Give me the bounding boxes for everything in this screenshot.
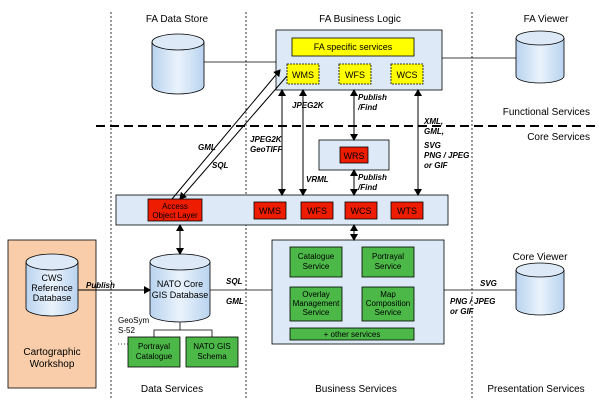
db-schema-connector (153, 322, 213, 337)
overlay-management-line2: Management (293, 299, 340, 308)
geosym-line2: S-52 (118, 326, 135, 335)
functional-services-label: Functional Services (503, 107, 590, 118)
nato-core-db-cylinder (149, 253, 211, 323)
fa-specific-services-label: FA specific services (314, 42, 393, 52)
portrayal-service-line2: Service (375, 262, 402, 271)
catalogue-service-line2: Service (303, 262, 330, 271)
access-object-layer-line2: Object Layer (152, 211, 198, 220)
publish-find-line2: /Find (357, 103, 378, 112)
gml-arrow (171, 69, 281, 200)
sql-label: SQL (212, 161, 229, 170)
overlay-management-line1: Overlay (302, 290, 330, 299)
core-wcs-label: WCS (351, 206, 372, 216)
access-object-layer-line1: Access (162, 202, 188, 211)
nato-core-db-line1: NATO Core (157, 279, 203, 289)
overlay-management-line3: Service (303, 308, 330, 317)
gml-label: GML (198, 143, 216, 152)
gml2-label: GML (226, 297, 244, 306)
map-composition-line3: Service (375, 308, 402, 317)
portrayal-catalogue-line1: Portrayal (138, 342, 170, 351)
wrs-label: WRS (344, 151, 365, 161)
fa-data-store-heading: FA Data Store (146, 14, 209, 25)
portrayal-catalogue-line2: Catalogue (136, 352, 173, 361)
presentation-services-label: Presentation Services (487, 384, 584, 395)
nato-gis-schema-line2: Schema (197, 352, 227, 361)
portrayal-catalogue-box (127, 336, 181, 368)
core-wfs-box (300, 201, 334, 220)
nato-gis-schema-box (185, 336, 239, 368)
map-composition-box (361, 286, 415, 322)
core-wcs-box (344, 201, 378, 220)
nato-gis-schema-line1: NATO GIS (193, 342, 231, 351)
fa-wfs-box (338, 63, 372, 85)
cartographic-workshop-line1: Cartographic (23, 347, 80, 358)
fa-business-logic-heading: FA Business Logic (319, 14, 401, 25)
cws-db-line3: Database (33, 293, 72, 303)
other-services-label: + other services (324, 330, 381, 339)
core-wfs-label: WFS (307, 206, 327, 216)
core-wts-label: WTS (397, 206, 417, 216)
core-wms-label: WMS (259, 206, 281, 216)
core-wms-box (253, 201, 287, 220)
map-composition-line1: Map (380, 290, 396, 299)
svg-label: SVG (424, 141, 441, 150)
fa-viewer-cylinder (515, 30, 565, 84)
data-services-label: Data Services (141, 384, 203, 395)
fa-wcs-box (390, 63, 424, 85)
fa-wcs-label: WCS (397, 70, 418, 80)
fa-data-store-cylinder (151, 33, 205, 95)
publish-label: Publish (86, 281, 115, 290)
jpeg2k-geotiff-line2: GeoTIFF (250, 145, 284, 154)
wrs-box (339, 146, 369, 164)
gml-top-label: GML, (424, 127, 444, 136)
geosym-line1: GeoSym (118, 316, 149, 325)
vrml-label: VRML (306, 175, 329, 184)
png-jpeg-label: PNG / JPEG (424, 151, 469, 160)
cws-db-cylinder (25, 253, 79, 317)
access-object-layer-box (147, 198, 203, 222)
business-services-label: Business Services (315, 384, 397, 395)
fa-wfs-label: WFS (345, 70, 365, 80)
sql2-label: SQL (226, 277, 243, 286)
other-services-box (289, 327, 415, 341)
cws-db-line2: Reference (31, 283, 73, 293)
cartographic-workshop-line2: Workshop (30, 359, 75, 370)
fa-wms-box (286, 63, 320, 85)
map-composition-line2: Composition (366, 299, 410, 308)
catalogue-service-box (289, 246, 343, 278)
core-viewer-heading: Core Viewer (513, 252, 569, 263)
publish-find-2-line1: Publish (358, 173, 387, 182)
portrayal-service-line1: Portrayal (372, 252, 404, 261)
cws-db-line1: CWS (42, 273, 63, 283)
png-jpeg-2-label: PNG / JPEG (450, 297, 495, 306)
core-wts-box (390, 201, 424, 220)
sql-arrow (179, 75, 288, 200)
publish-find-2-line2: /Find (357, 183, 378, 192)
publish-find-line1: Publish (358, 93, 387, 102)
jpeg2k-label: JPEG2K (292, 101, 325, 110)
fa-wms-label: WMS (292, 70, 314, 80)
core-services-label: Core Services (527, 132, 590, 143)
nato-core-db-line2: GIS Database (152, 290, 209, 300)
fa-viewer-heading: FA Viewer (524, 14, 570, 25)
overlay-management-box (289, 286, 343, 322)
core-viewer-cylinder (515, 262, 565, 316)
svg2-label: SVG (480, 279, 497, 288)
jpeg2k-geotiff-line1: JPEG2K (250, 135, 283, 144)
catalogue-service-line1: Catalogue (298, 252, 335, 261)
or-gif-label: or GIF (424, 161, 449, 170)
xml-label: XML, (423, 117, 443, 126)
fa-specific-services-box (291, 37, 415, 57)
portrayal-service-box (361, 246, 415, 278)
or-gif-2-label: or GIF (450, 307, 475, 316)
